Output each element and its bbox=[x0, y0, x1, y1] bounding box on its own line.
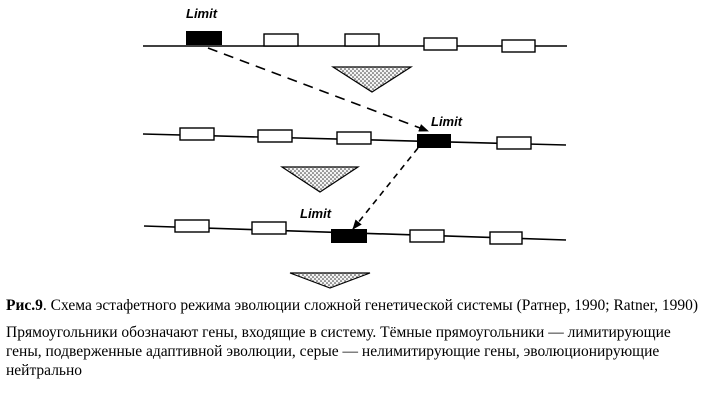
figure-caption: Рис.9. Схема эстафетного режима эволюции… bbox=[6, 296, 701, 380]
neutral-gene bbox=[174, 219, 210, 233]
limit-label-3: Limit bbox=[300, 206, 332, 221]
limiting-gene bbox=[331, 229, 367, 243]
neutral-gene bbox=[423, 37, 458, 51]
limit-label-2: Limit bbox=[431, 114, 463, 129]
caption-title-text: . Схема эстафетного режима эволюции слож… bbox=[42, 297, 699, 314]
neutral-gene bbox=[489, 231, 523, 245]
chromosome-row-3: Limit bbox=[143, 206, 567, 245]
relay-evolution-diagram: Limit Limit Limit bbox=[142, 6, 567, 289]
neutral-gene bbox=[251, 221, 287, 235]
relay-arrow-1 bbox=[207, 47, 429, 132]
neutral-gene bbox=[257, 129, 293, 143]
neutral-gene bbox=[179, 127, 215, 141]
limiting-gene bbox=[417, 134, 451, 148]
relay-arrow-2 bbox=[352, 147, 419, 230]
limit-label-1: Limit bbox=[186, 6, 218, 21]
transition-triangle-3 bbox=[289, 272, 371, 289]
caption-note: Прямоугольники обозначают гены, входящие… bbox=[6, 324, 671, 379]
chromosome-row-2: Limit bbox=[142, 114, 567, 150]
neutral-gene bbox=[409, 229, 445, 243]
figure-label: Рис.9 bbox=[6, 297, 43, 314]
neutral-gene bbox=[501, 39, 536, 53]
neutral-gene bbox=[263, 33, 299, 47]
neutral-gene bbox=[344, 33, 380, 47]
chromosome-row-1: Limit bbox=[143, 6, 567, 53]
caption-title: Рис.9. Схема эстафетного режима эволюции… bbox=[6, 296, 701, 315]
transition-triangle-2 bbox=[279, 166, 361, 193]
limiting-gene bbox=[186, 31, 222, 45]
neutral-gene bbox=[496, 136, 532, 150]
neutral-gene bbox=[336, 131, 372, 145]
transition-triangle-1 bbox=[330, 66, 414, 93]
